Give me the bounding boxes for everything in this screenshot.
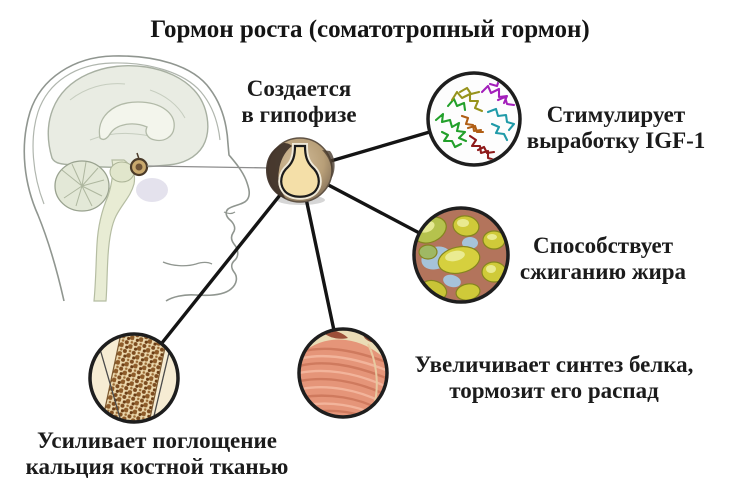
brain-sulci-lines: [69, 83, 186, 141]
nostril-line: [223, 211, 236, 215]
source-label-line2: в гипофизе: [241, 102, 357, 127]
igf1-label-line2: выработку IGF-1: [526, 128, 706, 153]
diagram-title: Гормон роста (соматотропный гормон): [150, 16, 590, 43]
fat-cells-image: [412, 206, 510, 304]
bone-label-line1: Усиливает поглощение: [37, 428, 277, 453]
source-label-line1: Создается: [246, 76, 352, 101]
muscle-tissue-image: [297, 327, 389, 419]
protein-label-line2: тормозит его распад: [449, 378, 659, 403]
fat-label: Способствует сжиганию жира: [520, 233, 686, 285]
cerebellum-folds: [61, 161, 105, 207]
bone-label-line2: кальция костной тканью: [25, 454, 289, 479]
head-anatomy-illustration: [23, 55, 251, 302]
pituitary-pointer-line: [146, 165, 273, 169]
igf1-label-line1: Стимулирует: [546, 102, 686, 127]
pituitary-node-image: [266, 137, 335, 203]
corpus-callosum: [98, 101, 175, 142]
bone-tissue-image: [88, 332, 180, 424]
source-label: Создается в гипофизе: [241, 76, 356, 128]
protein-label: Увеличивает синтез белка, тормозит его р…: [415, 352, 694, 404]
bone-label: Усиливает поглощение кальция костной тка…: [26, 428, 289, 480]
igf1-molecule-image: [426, 71, 522, 167]
pituitary-dot-core: [135, 163, 143, 171]
fat-label-line2: сжиганию жира: [519, 259, 687, 284]
neck-line: [162, 261, 213, 267]
brainstem-spinal-cord: [93, 159, 136, 302]
protein-label-line1: Увеличивает синтез белка,: [414, 352, 694, 377]
skull-inner-line: [32, 62, 221, 205]
sphenoid-region: [136, 178, 168, 202]
igf1-label: Стимулирует выработку IGF-1: [527, 102, 706, 154]
fat-label-line1: Способствует: [532, 233, 674, 258]
